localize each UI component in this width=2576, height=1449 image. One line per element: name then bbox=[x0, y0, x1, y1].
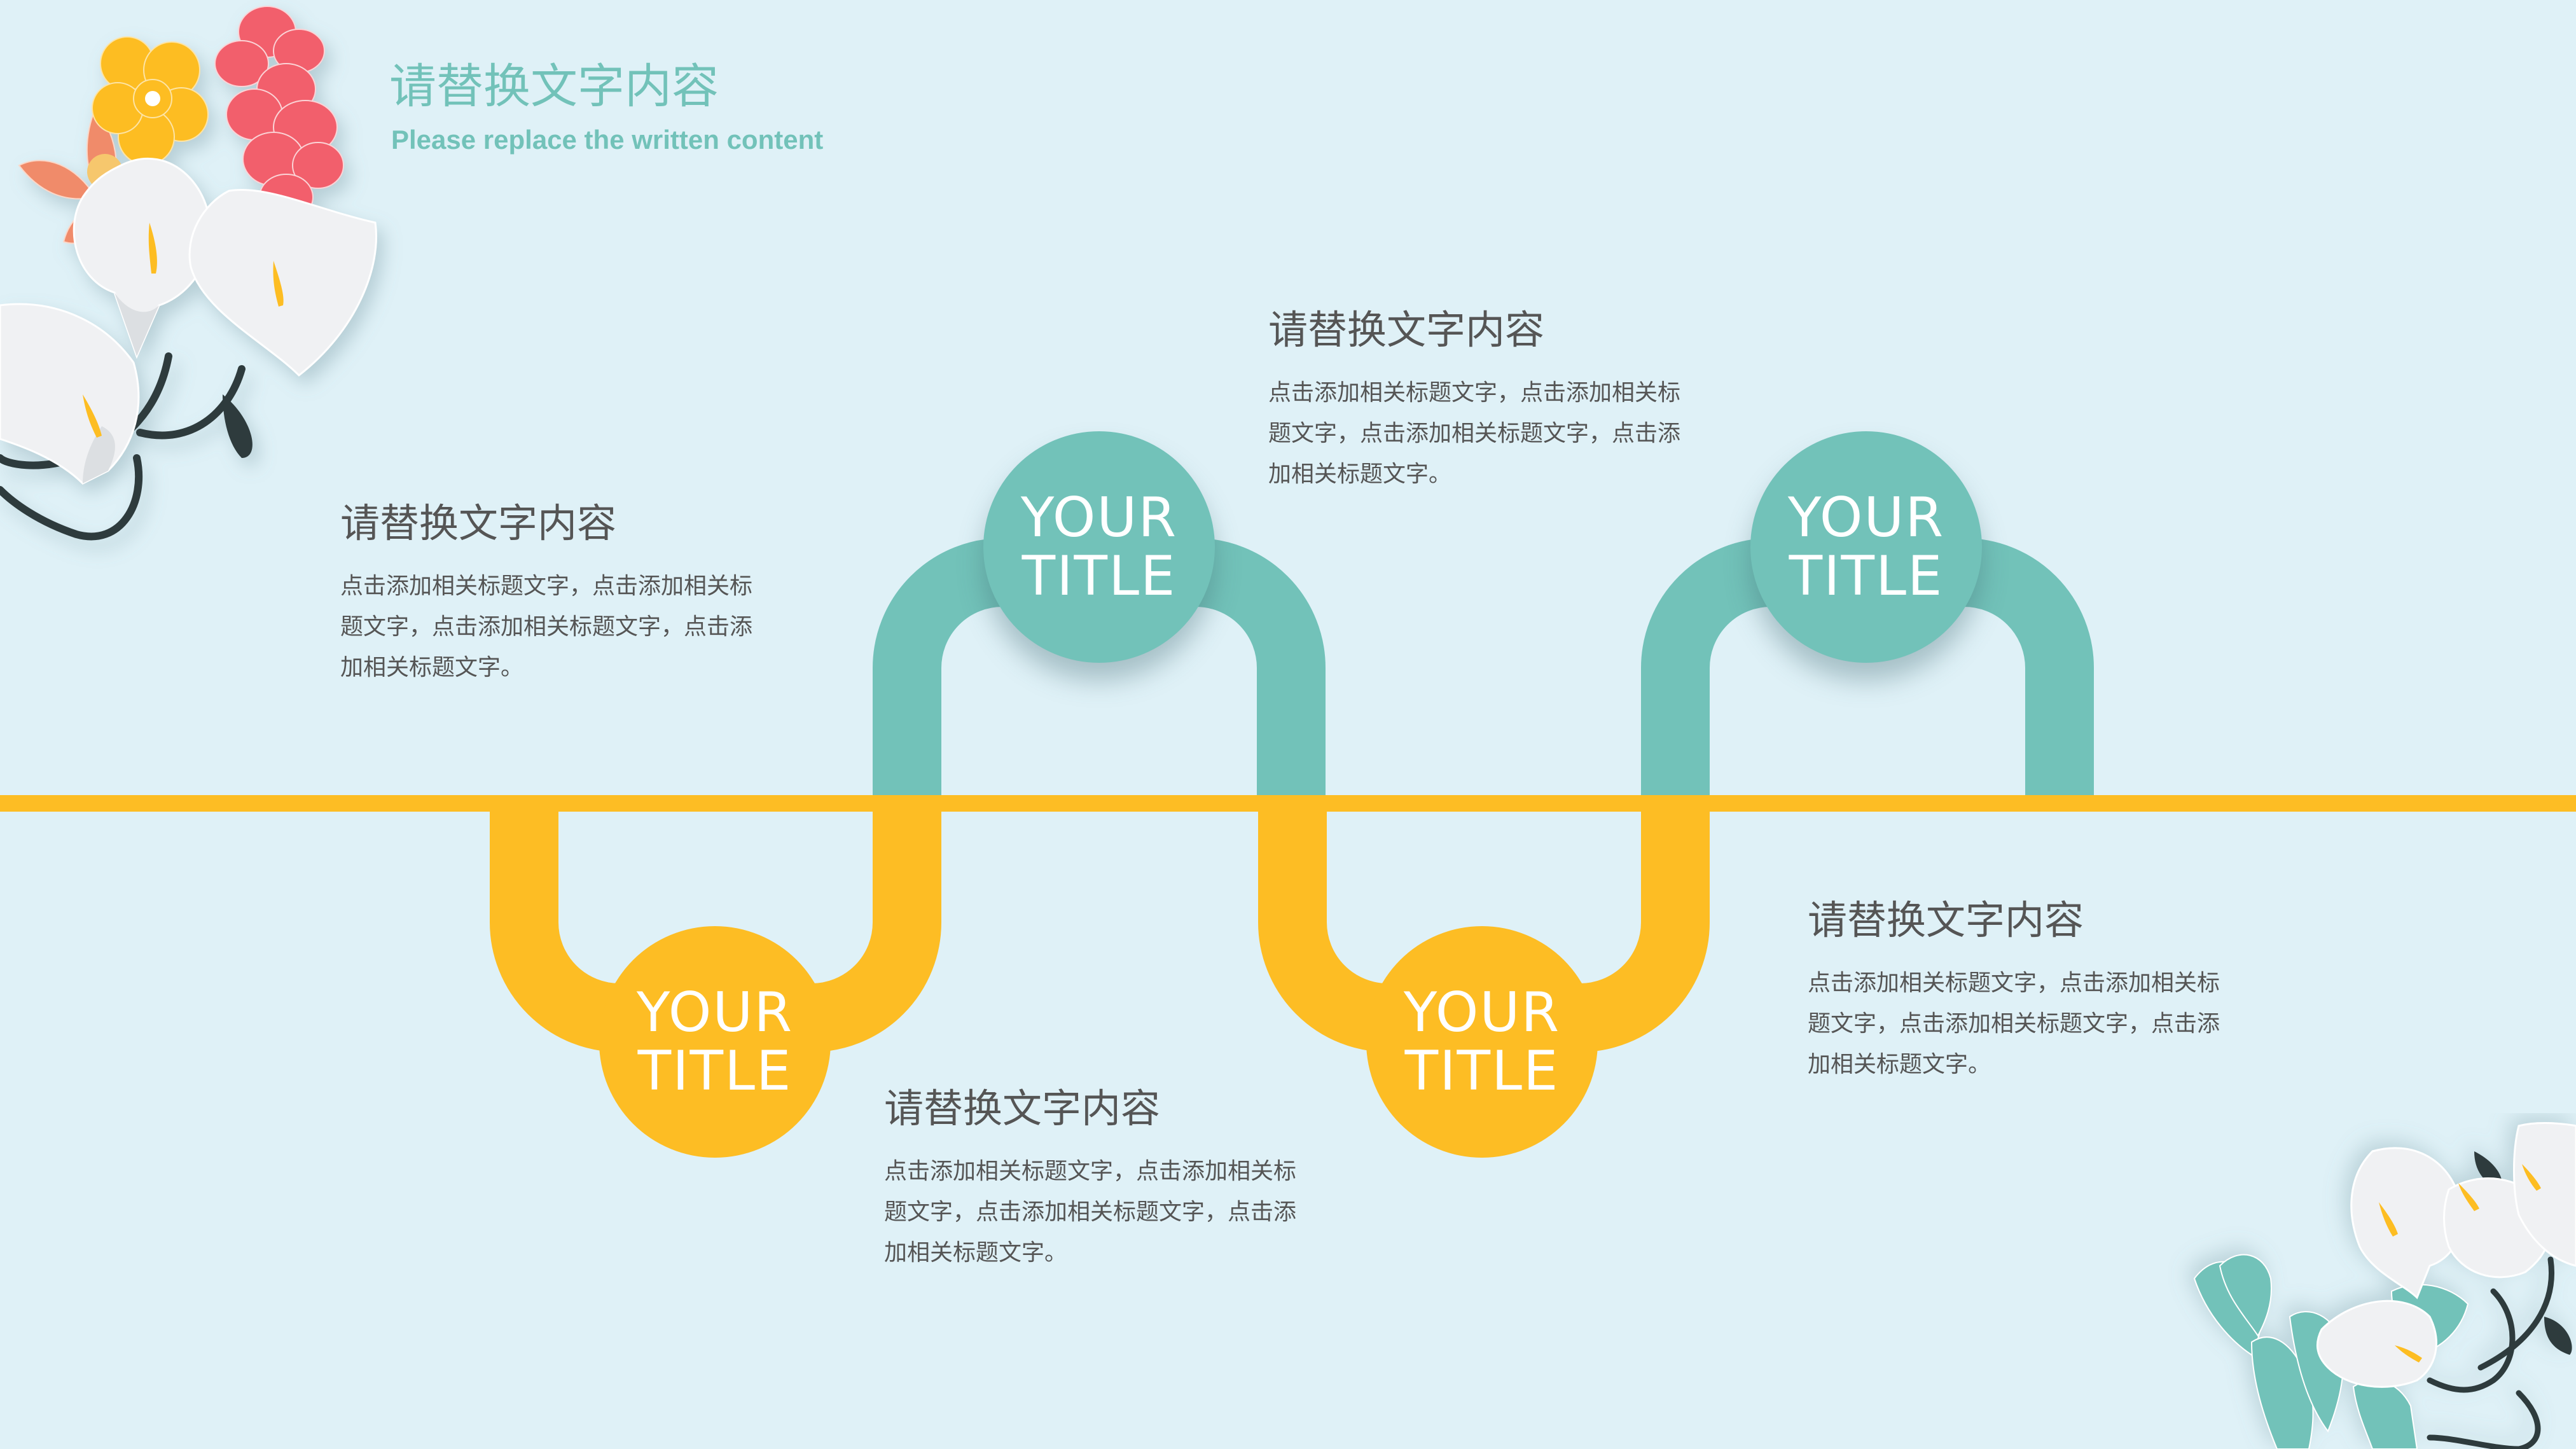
text-block-2: 请替换文字内容 点击添加相关标题文字，点击添加相关标题文字，点击添加相关标题文字… bbox=[1268, 307, 1701, 495]
text-block-1: 请替换文字内容 点击添加相关标题文字，点击添加相关标题文字，点击添加相关标题文字… bbox=[340, 500, 773, 688]
timeline-node-3[interactable]: YOUR TITLE bbox=[1366, 926, 1598, 1158]
page-title: 请替换文字内容 bbox=[389, 59, 719, 114]
flower-bouquet-bottom-right-icon bbox=[2193, 1122, 2576, 1449]
node-label-line1: YOUR bbox=[1787, 486, 1945, 550]
flower-bouquet-top-left-icon bbox=[0, 6, 377, 541]
node-label-line1: YOUR bbox=[636, 981, 794, 1044]
timeline-node-1[interactable]: YOUR TITLE bbox=[599, 926, 831, 1158]
node-label-line1: YOUR bbox=[1020, 486, 1178, 550]
node-label-line2: TITLE bbox=[637, 1039, 793, 1103]
block-body: 点击添加相关标题文字，点击添加相关标题文字，点击添加相关标题文字，点击添加相关标… bbox=[1268, 380, 1681, 488]
timeline-node-4[interactable]: YOUR TITLE bbox=[1750, 431, 1982, 663]
timeline-line bbox=[0, 795, 2576, 812]
timeline-node-2[interactable]: YOUR TITLE bbox=[983, 431, 1215, 663]
page-subtitle: Please replace the written content bbox=[391, 125, 824, 155]
block-body: 点击添加相关标题文字，点击添加相关标题文字，点击添加相关标题文字，点击添加相关标… bbox=[1808, 970, 2220, 1078]
node-label-line2: TITLE bbox=[1789, 544, 1944, 608]
block-title: 请替换文字内容 bbox=[1268, 307, 1545, 353]
node-label-line2: TITLE bbox=[1021, 544, 1177, 608]
text-block-3: 请替换文字内容 点击添加相关标题文字，点击添加相关标题文字，点击添加相关标题文字… bbox=[884, 1085, 1317, 1273]
block-body: 点击添加相关标题文字，点击添加相关标题文字，点击添加相关标题文字，点击添加相关标… bbox=[340, 573, 753, 681]
block-body: 点击添加相关标题文字，点击添加相关标题文字，点击添加相关标题文字，点击添加相关标… bbox=[884, 1158, 1297, 1266]
block-title: 请替换文字内容 bbox=[884, 1085, 1161, 1132]
block-title: 请替换文字内容 bbox=[1808, 897, 2084, 943]
node-label-line2: TITLE bbox=[1404, 1039, 1560, 1103]
text-block-4: 请替换文字内容 点击添加相关标题文字，点击添加相关标题文字，点击添加相关标题文字… bbox=[1808, 897, 2240, 1085]
node-label-line1: YOUR bbox=[1403, 981, 1561, 1044]
block-title: 请替换文字内容 bbox=[340, 500, 617, 546]
